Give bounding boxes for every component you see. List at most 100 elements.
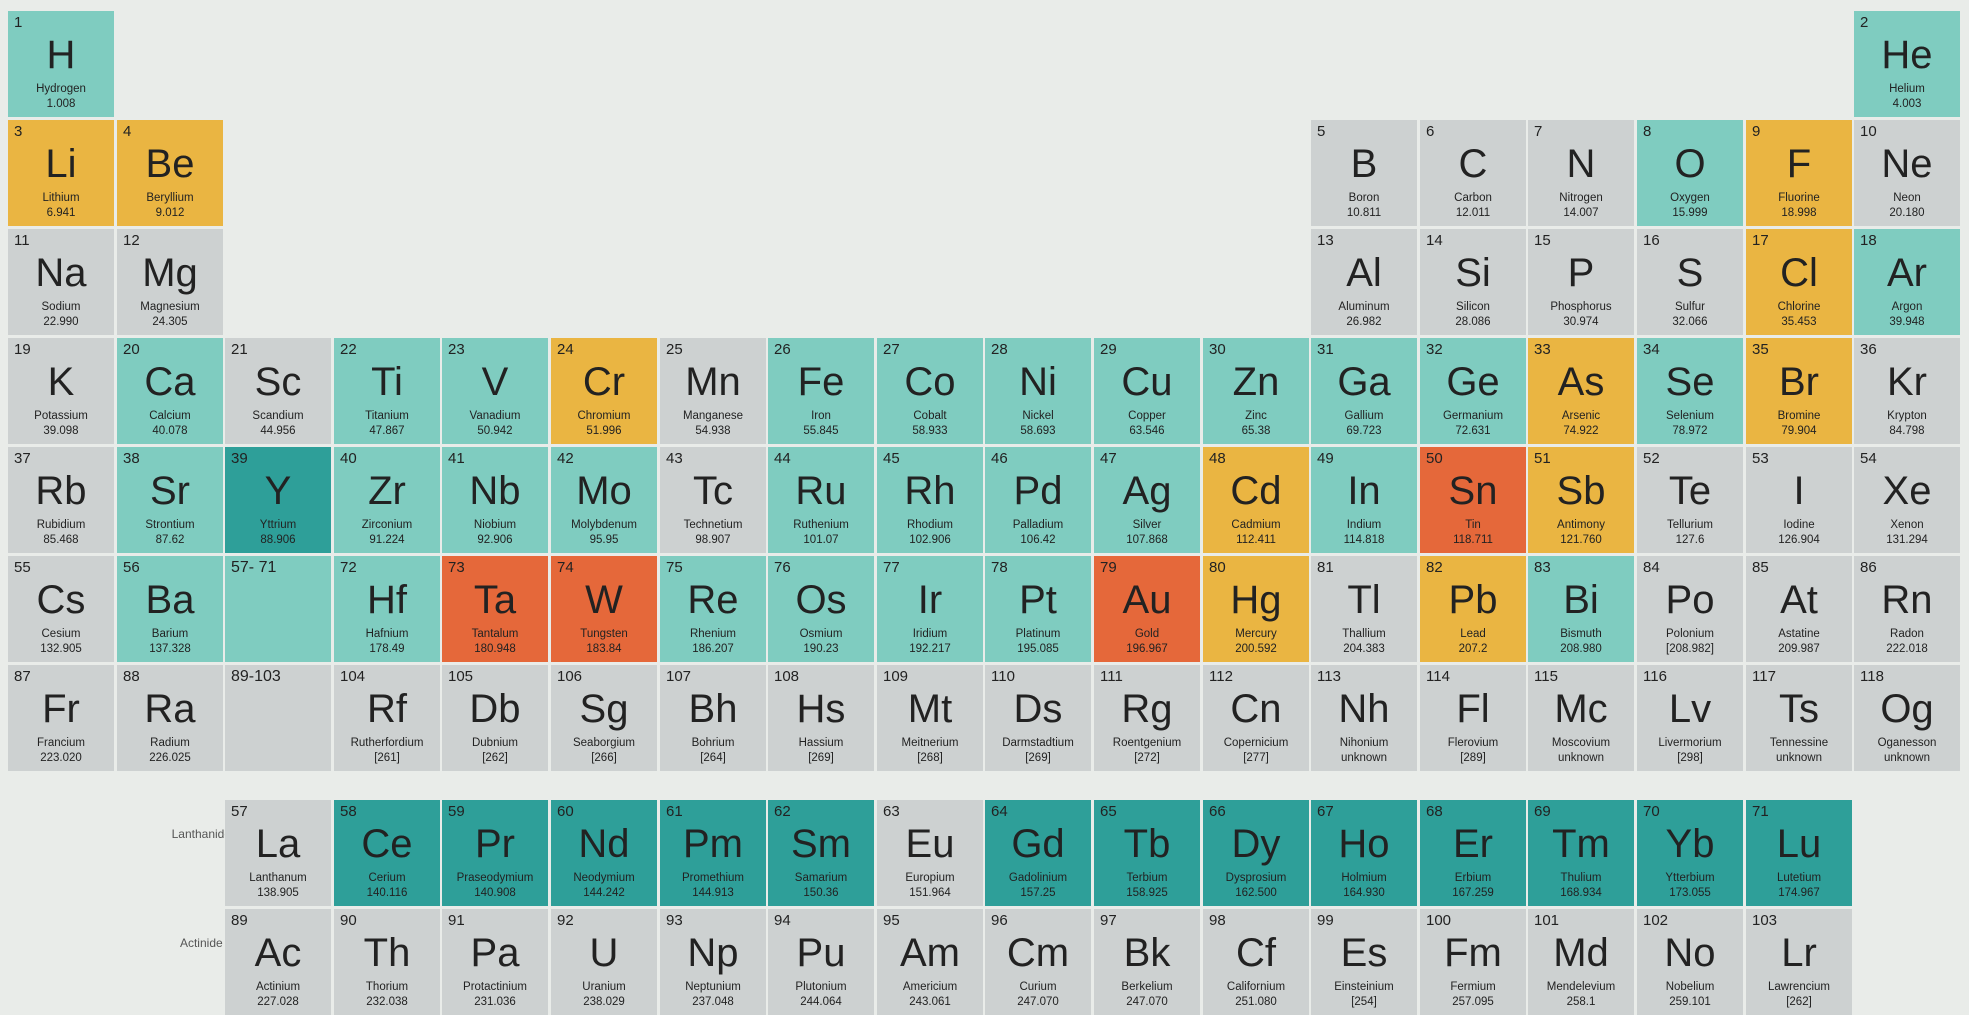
series-placeholder-tile[interactable]: 89-103 (225, 665, 331, 771)
series-placeholder-tile[interactable]: 57- 71 (225, 556, 331, 662)
